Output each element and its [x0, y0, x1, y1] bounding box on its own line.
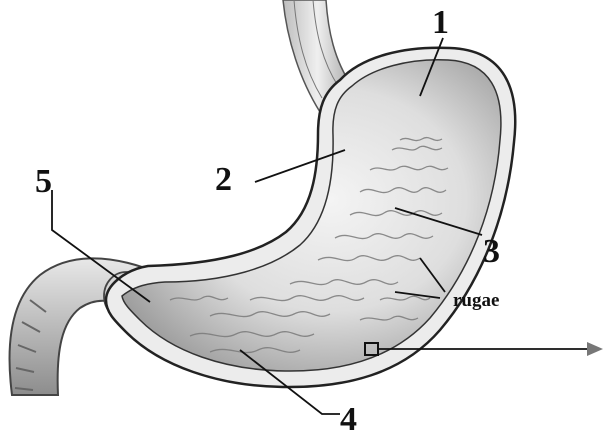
label-rugae: rugae — [453, 290, 499, 311]
label-1: 1 — [432, 4, 449, 41]
label-5: 5 — [35, 163, 52, 200]
label-2: 2 — [215, 161, 232, 198]
label-4: 4 — [340, 401, 357, 438]
arrow-head-icon — [587, 342, 603, 356]
label-3: 3 — [483, 233, 500, 270]
